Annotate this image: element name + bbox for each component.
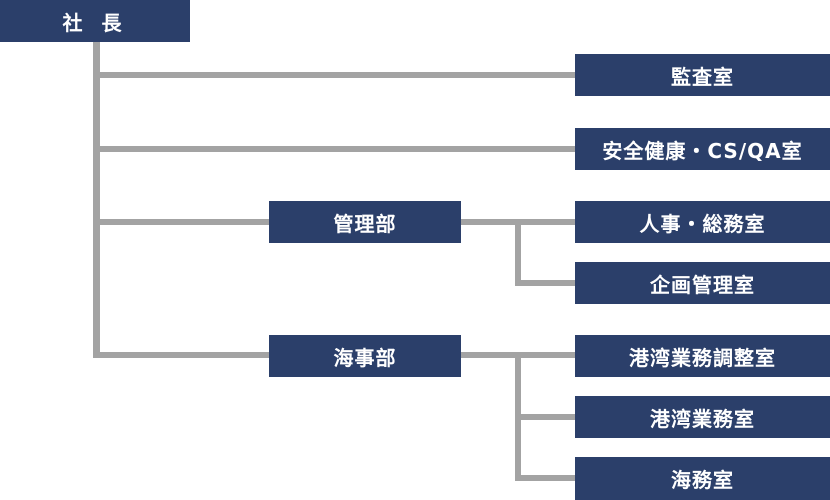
root-node-president: 社 長 bbox=[0, 0, 190, 42]
node-hr-general-affairs: 人事・総務室 bbox=[575, 201, 830, 243]
node-marine-affairs-office: 海務室 bbox=[575, 457, 830, 500]
node-management-dept: 管理部 bbox=[269, 201, 461, 243]
connector-marine bbox=[93, 352, 269, 358]
connector-plan bbox=[515, 280, 575, 286]
node-port-coordination-office: 港湾業務調整室 bbox=[575, 335, 830, 377]
node-port-operations-office: 港湾業務室 bbox=[575, 396, 830, 438]
connector-sea bbox=[515, 475, 575, 481]
node-audit-office: 監査室 bbox=[575, 54, 830, 96]
connector-audit bbox=[93, 72, 575, 78]
connector-port2 bbox=[515, 414, 575, 420]
node-planning-office: 企画管理室 bbox=[575, 262, 830, 304]
trunk-connector bbox=[93, 42, 100, 358]
connector-management-vertical bbox=[515, 219, 521, 284]
connector-safety bbox=[93, 146, 575, 152]
node-safety-office: 安全健康・CS/QA室 bbox=[575, 128, 830, 170]
node-marine-dept: 海事部 bbox=[269, 335, 461, 377]
connector-management bbox=[93, 219, 269, 225]
